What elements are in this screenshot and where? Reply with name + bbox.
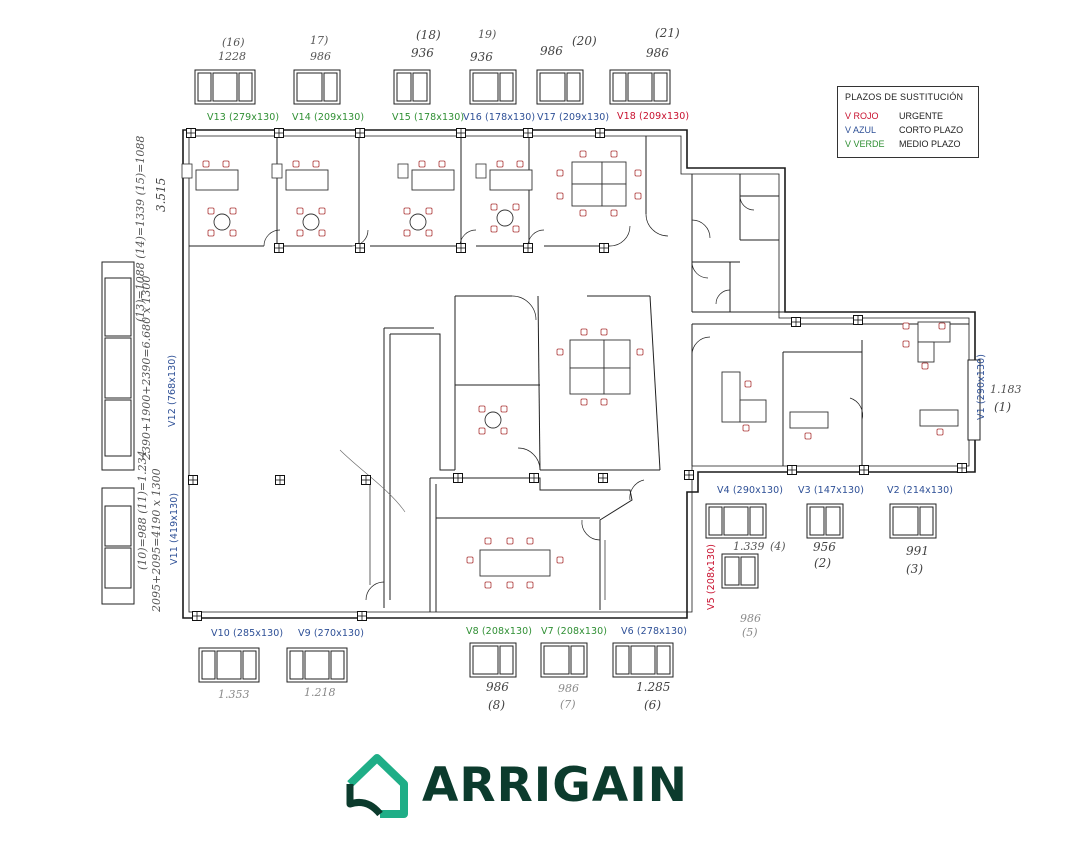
window-label-v16: V16 (178x130) (463, 112, 536, 123)
handwritten-number-6: (6) (644, 698, 661, 712)
handwritten-width-1: 1.183 (990, 383, 1022, 396)
exterior-walls (182, 129, 976, 619)
handwritten-number-18: (18) (416, 28, 441, 42)
handwritten-number-1: (1) (994, 400, 1011, 414)
handwritten-number-5: (5) (742, 626, 758, 639)
handwritten-width-20: 986 (540, 44, 563, 58)
window-icons (101, 69, 981, 683)
brand-name: ARRIGAIN (422, 758, 689, 813)
legend-title: PLAZOS DE SUSTITUCIÓN (845, 92, 964, 102)
handwritten-width-18: 936 (411, 46, 434, 60)
window-label-v6: V6 (278x130) (621, 626, 688, 637)
handwritten-number-2: (2) (814, 556, 831, 570)
handwritten-width-3: 991 (906, 544, 929, 558)
legend-key: V AZUL (845, 125, 877, 135)
legend-key: V VERDE (845, 139, 885, 149)
handwritten-number-4: (4) (770, 540, 786, 553)
handwritten-width-6: 1.285 (636, 680, 671, 694)
handwritten-width-16: 1228 (218, 50, 246, 63)
window-label-v5: V5 (208x130) (706, 543, 717, 610)
window-label-v4: V4 (290x130) (717, 485, 784, 496)
window-label-v14: V14 (209x130) (292, 112, 365, 123)
legend-value: URGENTE (899, 111, 944, 121)
window-label-v10: V10 (285x130) (211, 628, 284, 639)
window-label-v17: V17 (209x130) (537, 112, 610, 123)
furniture-right (721, 321, 959, 440)
central-rooms (339, 295, 661, 612)
handwritten-number-21: (21) (655, 26, 680, 40)
handwritten-calc-13-15: (13)=1088 (14)=1339 (15)=1088 (134, 135, 147, 322)
legend-value: CORTO PLAZO (899, 125, 964, 135)
window-label-v1: V1 (290x130) (976, 353, 987, 420)
window-label-v11: V11 (419x130) (169, 492, 180, 565)
window-label-v2: V2 (214x130) (887, 485, 954, 496)
handwritten-width-7: 986 (558, 682, 579, 695)
handwritten-width-8: 986 (486, 680, 509, 694)
handwritten-width-5: 986 (740, 612, 761, 625)
handwritten-calc-v11: 2095+2095=4190 x 1300 (150, 468, 163, 612)
handwritten-number-16: (16) (222, 36, 245, 49)
handwritten-number-7: (7) (560, 698, 576, 711)
handwritten-width-4: 1.339 (733, 540, 765, 553)
handwritten-calc-total: 3.515 (154, 177, 168, 212)
handwritten-number-19: 19) (478, 28, 497, 41)
window-label-v7: V7 (208x130) (541, 626, 608, 637)
handwritten-width-21: 986 (646, 46, 669, 60)
handwritten-width-10: 1.353 (218, 688, 250, 701)
furniture-top (182, 150, 642, 236)
house-logo-icon (346, 754, 408, 818)
handwritten-width-9: 1.218 (304, 686, 336, 699)
service-block (691, 174, 785, 313)
handwritten-number-3: (3) (906, 562, 923, 576)
handwritten-width-19: 936 (470, 50, 493, 64)
legend-box: PLAZOS DE SUSTITUCIÓN V ROJO URGENTE V A… (837, 86, 979, 158)
window-label-v8: V8 (208x130) (466, 626, 533, 637)
window-label-v3: V3 (147x130) (798, 485, 865, 496)
handwritten-number-17: 17) (310, 34, 329, 47)
handwritten-width-2: 956 (813, 540, 836, 554)
brand-logo: ARRIGAIN (342, 752, 687, 820)
window-label-v15: V15 (178x130) (392, 112, 465, 123)
top-offices (189, 136, 669, 247)
window-label-v9: V9 (270x130) (298, 628, 365, 639)
window-label-v13: V13 (279x130) (207, 112, 280, 123)
window-label-v12: V12 (768x130) (167, 354, 178, 427)
handwritten-width-17: 986 (310, 50, 331, 63)
handwritten-number-20: (20) (572, 34, 597, 48)
handwritten-number-8: (8) (488, 698, 505, 712)
right-offices (691, 323, 969, 466)
legend-value: MEDIO PLAZO (899, 139, 961, 149)
window-label-v18: V18 (209x130) (617, 111, 690, 122)
furniture-central (466, 328, 644, 589)
legend-key: V ROJO (845, 111, 879, 121)
handwritten-calc-10-11: (10)=988 (11)=1.234 (136, 450, 149, 570)
